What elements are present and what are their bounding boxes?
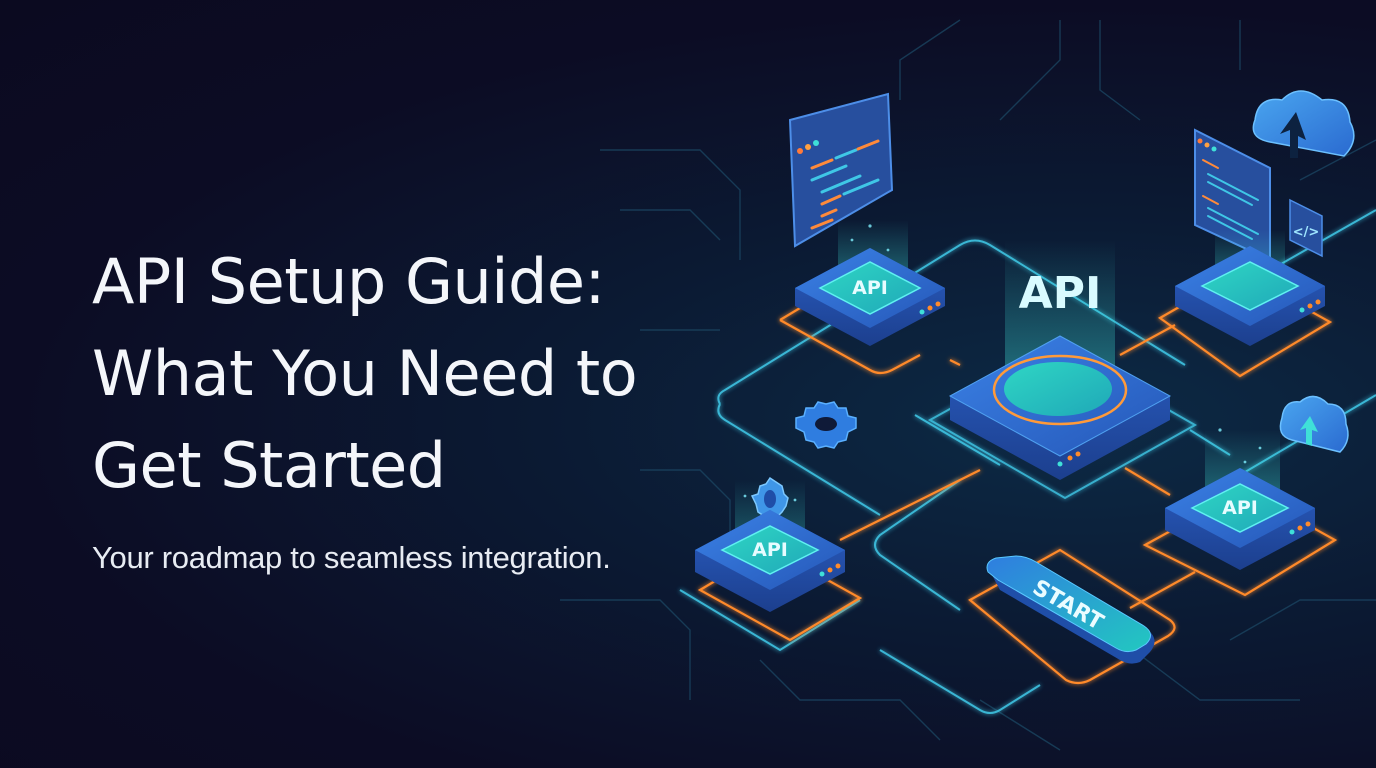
central-api-node: API <box>948 240 1172 480</box>
api-node-label: API <box>852 277 888 299</box>
api-node-bottom-left: API <box>695 476 845 612</box>
api-node-top-left: API <box>788 92 945 346</box>
code-window-icon <box>788 92 894 248</box>
sparkles <box>743 224 1262 502</box>
cloud-upload-icon <box>1252 90 1355 157</box>
start-button[interactable]: START <box>986 555 1155 664</box>
title-line-1: API Setup Guide: <box>92 245 605 318</box>
title-line-3: Get Started <box>92 429 446 502</box>
api-node-bottom-right: API <box>1165 395 1349 570</box>
gear-icon <box>750 476 789 521</box>
api-node-top-right: </> <box>1175 90 1355 346</box>
code-tag-icon <box>1289 198 1323 258</box>
title-line-2: What You Need to <box>92 337 638 410</box>
central-api-label: API <box>1019 268 1102 319</box>
subtitle: Your roadmap to seamless integration. <box>92 540 611 575</box>
hero-text-block: API Setup Guide: What You Need to Get St… <box>92 236 752 576</box>
page-title: API Setup Guide: What You Need to Get St… <box>92 236 752 512</box>
cloud-upload-icon <box>1279 395 1349 453</box>
gear-icon <box>795 401 857 449</box>
api-node-label: API <box>752 539 788 561</box>
api-node-label: API <box>1222 497 1258 519</box>
circuit-traces <box>560 19 1376 751</box>
svg-text:</>: </> <box>1293 225 1320 240</box>
